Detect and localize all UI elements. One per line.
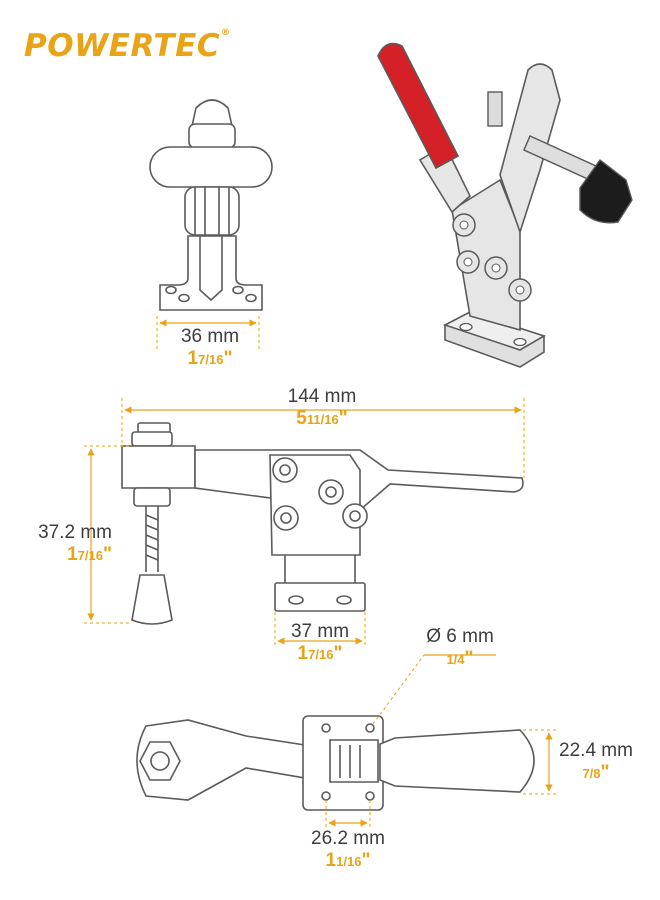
hole-diameter-mark: " <box>464 648 474 669</box>
overall-length-frac: 11/16 <box>306 412 339 427</box>
overall-length-mark: " <box>338 408 348 429</box>
side-height-metric: 37.2 mm <box>38 522 112 543</box>
perspective-view-drawing <box>377 42 633 368</box>
logo-text: POWERTEC <box>24 28 220 64</box>
hole-spacing-metric: 26.2 mm <box>311 828 385 849</box>
side-height-whole: 1 <box>67 544 78 565</box>
top-width-mark: " <box>223 348 233 369</box>
base-width-dimension <box>274 612 366 648</box>
handle-width-imperial: 7/8" <box>555 762 637 784</box>
top-width-label: 36 mm 17/16" <box>160 326 260 370</box>
hole-spacing-whole: 1 <box>325 850 337 871</box>
handle-width-mark: " <box>600 762 610 783</box>
top-view-drawing <box>136 715 535 811</box>
overall-length-dimension <box>121 398 525 478</box>
side-view-drawing <box>121 422 524 625</box>
top-width-dimension <box>156 316 260 352</box>
base-width-whole: 1 <box>297 643 309 664</box>
handle-width-metric: 22.4 mm <box>559 740 633 761</box>
hole-diameter-label: Ø 6 mm 1/4" <box>420 626 500 670</box>
base-width-frac: 7/16 <box>308 647 334 662</box>
handle-width-dimension <box>523 729 556 795</box>
hole-spacing-label: 26.2 mm 11/16" <box>298 828 398 872</box>
top-width-whole: 1 <box>187 348 199 369</box>
base-width-imperial: 17/16" <box>270 643 370 665</box>
hole-diameter-metric: Ø 6 mm <box>426 626 494 647</box>
overall-length-imperial: 511/16" <box>270 408 374 430</box>
registered-mark: ® <box>221 28 231 38</box>
hole-spacing-dimension <box>325 800 371 830</box>
side-height-imperial: 17/16" <box>20 544 112 566</box>
hole-spacing-imperial: 11/16" <box>298 850 398 872</box>
base-width-metric: 37 mm <box>290 621 350 642</box>
overall-length-whole: 5 <box>296 408 307 429</box>
base-width-mark: " <box>333 643 343 664</box>
top-width-metric: 36 mm <box>180 326 240 347</box>
side-height-dimension <box>84 445 130 624</box>
hole-spacing-mark: " <box>361 850 371 871</box>
powertec-logo: POWERTEC® <box>24 28 231 64</box>
overall-length-metric: 144 mm <box>287 386 357 407</box>
hole-diameter-frac: 1/4 <box>446 652 465 667</box>
handle-width-label: 22.4 mm 7/8" <box>555 740 637 784</box>
hole-diameter-imperial: 1/4" <box>420 648 500 670</box>
side-height-frac: 7/16 <box>77 548 103 563</box>
side-height-label: 37.2 mm 17/16" <box>20 522 112 566</box>
handle-width-frac: 7/8 <box>582 766 601 781</box>
top-width-frac: 7/16 <box>198 352 224 367</box>
base-width-label: 37 mm 17/16" <box>270 621 370 665</box>
hole-diameter-leader <box>372 654 496 725</box>
hole-spacing-frac: 1/16 <box>336 854 362 869</box>
front-view-drawing <box>149 99 273 311</box>
overall-length-label: 144 mm 511/16" <box>270 386 374 430</box>
side-height-mark: " <box>102 544 112 565</box>
top-width-imperial: 17/16" <box>160 348 260 370</box>
